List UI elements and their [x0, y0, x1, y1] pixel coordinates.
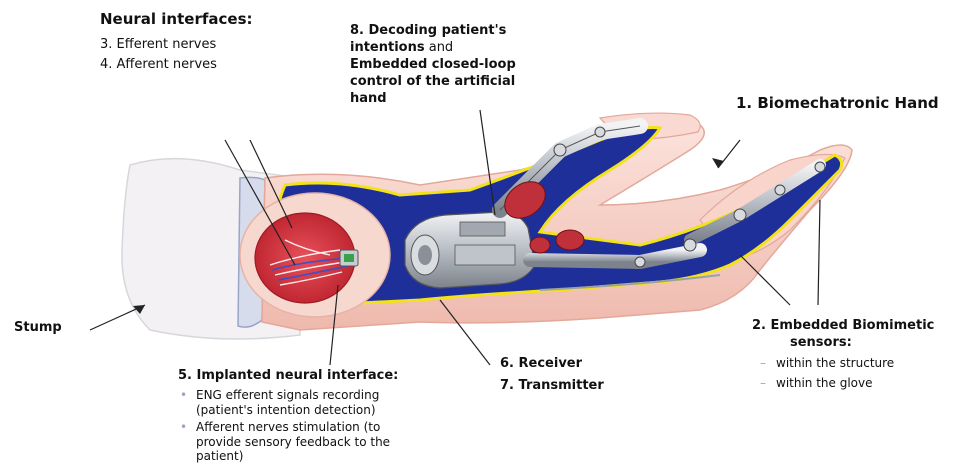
decoding-intentions: intentions: [350, 40, 425, 55]
sensor-item-glove-text: within the glove: [776, 376, 873, 390]
decoding-line-1: 8. Decoding patient's: [350, 23, 506, 38]
implanted-item-2-line-1: •Afferent nerves stimulation (to: [180, 420, 380, 434]
efferent-nerves-label: 3. Efferent nerves: [100, 37, 216, 52]
receiver-label: 6. Receiver: [500, 356, 582, 371]
decoding-line-3: Embedded closed-loop: [350, 57, 516, 72]
sensors-title-line-2: sensors:: [790, 335, 852, 350]
sensor-bullet: –: [760, 356, 776, 370]
stump-label: Stump: [14, 320, 62, 335]
implanted-bullet: •: [180, 388, 196, 402]
implanted-bullet: •: [180, 420, 196, 434]
decoding-line-5: hand: [350, 91, 387, 106]
actuation-unit: [405, 212, 535, 288]
implanted-item-2-text-1: Afferent nerves stimulation (to: [196, 420, 380, 434]
biomechatronic-hand-label: 1. Biomechatronic Hand: [736, 94, 939, 112]
implanted-item-1-line-2: (patient's intention detection): [196, 403, 376, 417]
decoding-and: and: [425, 40, 454, 55]
neural-interfaces-title: Neural interfaces:: [100, 10, 253, 28]
implanted-item-1-text-1: ENG efferent signals recording: [196, 388, 379, 402]
decoding-line-2: intentions and: [350, 40, 453, 55]
afferent-nerves-label: 4. Afferent nerves: [100, 57, 217, 72]
sensors-title-line-1: 2. Embedded Biomimetic: [752, 318, 934, 333]
sensor-bullet: –: [760, 376, 776, 390]
implanted-interface-title: 5. Implanted neural interface:: [178, 368, 398, 383]
transmitter-label: 7. Transmitter: [500, 378, 604, 393]
implanted-chip-core: [344, 254, 354, 262]
implanted-item-1-line-1: •ENG efferent signals recording: [180, 388, 379, 402]
sensor-item-glove: –within the glove: [760, 376, 873, 390]
implanted-item-2-line-2: provide sensory feedback to the: [196, 435, 390, 449]
decoding-line-4: control of the artificial: [350, 74, 515, 89]
sensor-item-structure: –within the structure: [760, 356, 894, 370]
sensor-item-structure-text: within the structure: [776, 356, 894, 370]
